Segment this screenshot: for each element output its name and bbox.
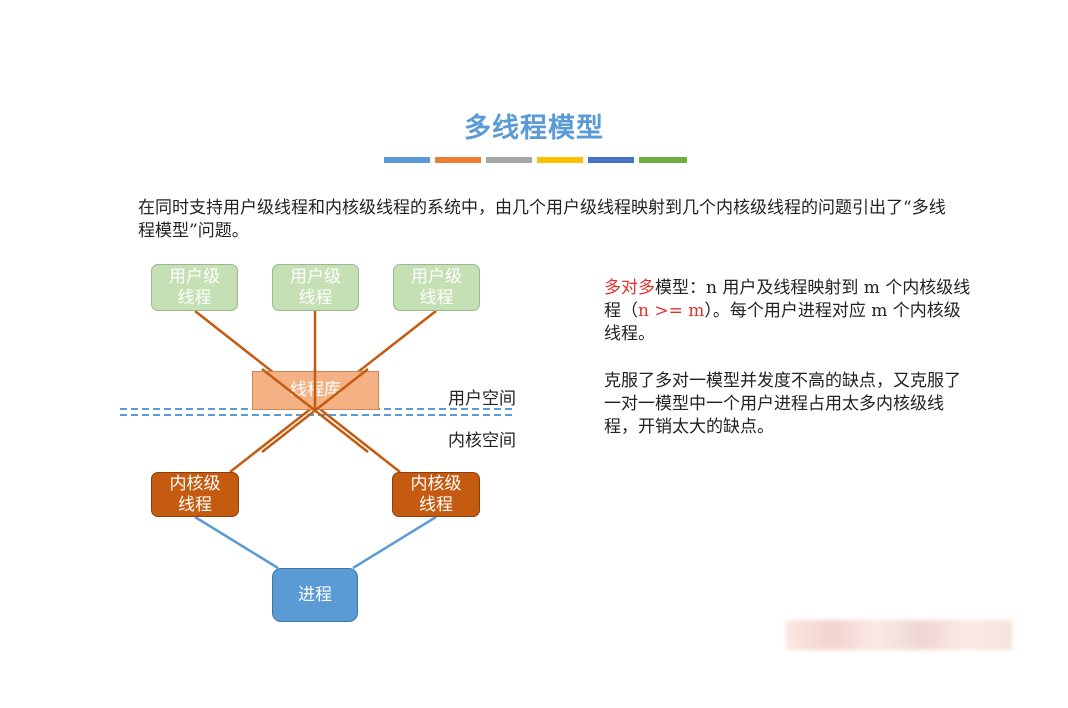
process-line-right	[352, 515, 437, 570]
page-title: 多线程模型	[464, 113, 604, 144]
user-space-label: 用户空间	[448, 389, 516, 409]
kernel-thread-label-line2: 线程	[419, 494, 453, 515]
kernel-thread-label-line1: 内核级	[410, 473, 462, 494]
user-thread-box-2: 用户级 线程	[272, 264, 359, 311]
kernel-space-label: 内核空间	[448, 431, 516, 451]
description-text-b: ）。每个用户进程对应 m 个内核级线程。	[604, 301, 961, 344]
kernel-thread-label-line2: 线程	[178, 494, 212, 515]
kernel-thread-box-2: 内核级 线程	[392, 472, 480, 517]
description-paragraph-2: 克服了多对一模型并发度不高的缺点，又克服了一对一模型中一个用户进程占用太多内核级…	[604, 371, 961, 437]
mapping-line-user3-overlay	[261, 368, 369, 453]
watermark-blur	[786, 620, 1012, 650]
user-thread-label-line2: 线程	[177, 287, 212, 308]
description-text-a: 模型：n 用户及线程映射到 m 个内核级线程（	[604, 278, 971, 321]
user-thread-label-line1: 用户级	[169, 266, 220, 287]
accent-bar-6	[639, 157, 687, 163]
model-name-highlight: 多对多	[604, 278, 655, 298]
intro-paragraph: 在同时支持用户级线程和内核级线程的系统中，由几个用户级线程映射到几个内核级线程的…	[138, 198, 946, 241]
process-label: 进程	[298, 584, 332, 605]
accent-bar-5	[588, 157, 634, 163]
process-line-left	[194, 515, 279, 570]
user-thread-box-1: 用户级 线程	[151, 264, 238, 311]
user-thread-label-line1: 用户级	[411, 266, 462, 287]
accent-bar-3	[486, 157, 532, 163]
process-box: 进程	[272, 568, 358, 622]
accent-bar-2	[435, 157, 481, 163]
accent-bar-1	[384, 157, 430, 163]
condition-highlight: n >= m	[638, 301, 705, 321]
user-thread-box-3: 用户级 线程	[393, 264, 480, 311]
accent-bar-4	[537, 157, 583, 163]
user-thread-label-line1: 用户级	[290, 266, 341, 287]
description-paragraph-1: 多对多模型：n 用户及线程映射到 m 个内核级线程（n >= m）。每个用户进程…	[604, 277, 974, 346]
kernel-thread-label-line1: 内核级	[169, 473, 221, 494]
user-thread-label-line2: 线程	[298, 287, 333, 308]
user-thread-label-line2: 线程	[419, 287, 454, 308]
kernel-thread-box-1: 内核级 线程	[151, 472, 239, 517]
